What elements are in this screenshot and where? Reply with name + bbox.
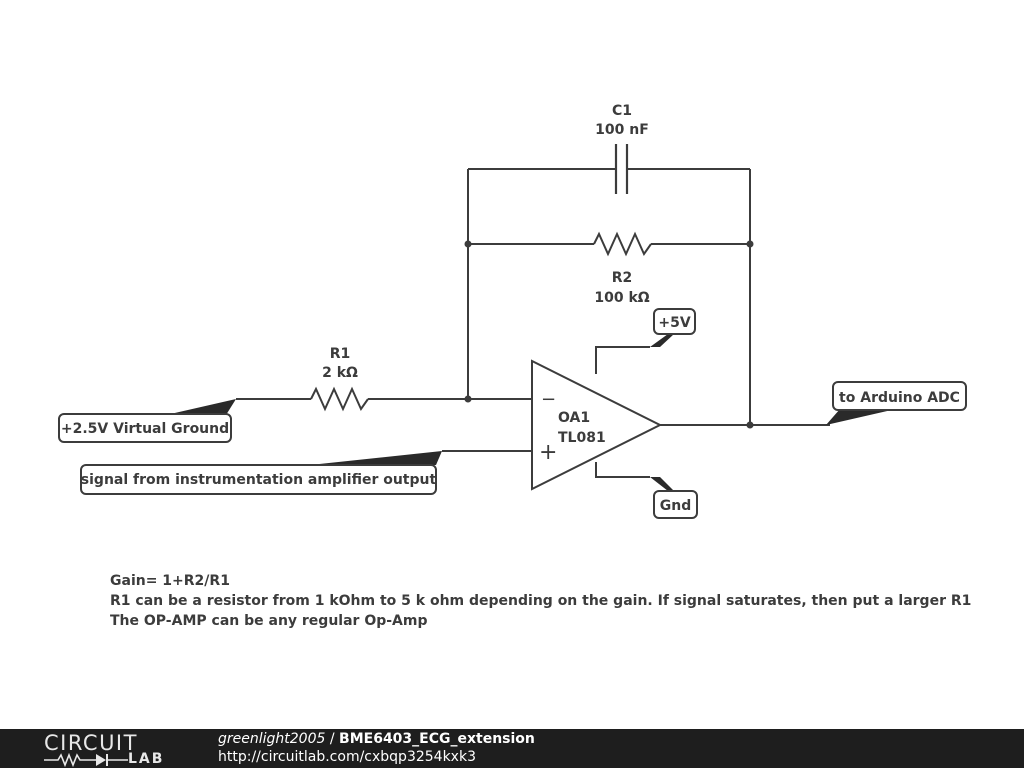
net-flag-output[interactable]: to Arduino ADC: [826, 381, 967, 425]
opamp-minus-sign: −: [541, 389, 556, 410]
r1-ref-label: R1: [330, 346, 351, 362]
resistor-r1[interactable]: [310, 386, 369, 412]
opamp-oa1[interactable]: − + OA1 TL081: [531, 359, 663, 491]
junction-node: [464, 240, 472, 248]
logo-circuit-symbol-icon: [44, 753, 128, 767]
net-flag-virtual-ground[interactable]: +2.5V Virtual Ground: [58, 399, 236, 443]
logo-circuit-text: CIRCUIT: [44, 731, 138, 755]
net-flag-vplus[interactable]: +5V: [650, 308, 696, 347]
logo-lab-text: LAB: [128, 751, 165, 767]
schematic-notes: Gain= 1+R2/R1 R1 can be a resistor from …: [110, 571, 971, 631]
net-flag-vplus-label: +5V: [658, 315, 690, 331]
footer-project-link[interactable]: BME6403_ECG_extension: [339, 731, 535, 747]
junction-node: [464, 395, 472, 403]
circuit-schematic: − + OA1 TL081 C1 100 nF R2 100 kΩ R1 2 k…: [58, 103, 967, 519]
c1-value-label: 100 nF: [595, 122, 649, 138]
net-flag-signal-input[interactable]: signal from instrumentation amplifier ou…: [80, 451, 442, 495]
opamp-plus-sign: +: [539, 440, 557, 465]
footer-title: greenlight2005 / BME6403_ECG_extension: [218, 731, 535, 747]
r2-value-label: 100 kΩ: [594, 290, 649, 306]
note-line: The OP-AMP can be any regular Op-Amp: [110, 613, 428, 629]
footer-separator: /: [325, 731, 340, 747]
opamp-ref-label: OA1: [558, 410, 590, 426]
note-line: R1 can be a resistor from 1 kOhm to 5 k …: [110, 593, 972, 609]
net-flag-signal-input-label: signal from instrumentation amplifier ou…: [81, 472, 437, 488]
net-flag-virtual-ground-label: +2.5V Virtual Ground: [61, 421, 229, 437]
footer-bar: CIRCUIT LAB greenlight2005 / BME6403_ECG…: [0, 729, 1024, 768]
gnd-wire: [595, 476, 650, 478]
r1-value-label: 2 kΩ: [322, 365, 358, 381]
footer-url-link[interactable]: http://circuitlab.com/cxbqp3254kxk3: [218, 749, 476, 765]
note-line: Gain= 1+R2/R1: [110, 573, 230, 589]
capacitor-c1[interactable]: [614, 144, 629, 194]
net-flag-gnd[interactable]: Gnd: [650, 477, 698, 519]
footer-author-link[interactable]: greenlight2005: [218, 731, 326, 747]
c1-ref-label: C1: [612, 103, 632, 119]
vplus-wire: [595, 346, 650, 374]
junction-node: [746, 421, 754, 429]
opamp-part-label: TL081: [558, 430, 606, 446]
junction-node: [746, 240, 754, 248]
net-flag-gnd-label: Gnd: [660, 498, 691, 514]
circuitlab-logo[interactable]: CIRCUIT LAB: [40, 731, 180, 767]
resistor-r2[interactable]: [593, 231, 652, 257]
net-flag-output-label: to Arduino ADC: [839, 390, 960, 406]
r2-ref-label: R2: [612, 270, 633, 286]
